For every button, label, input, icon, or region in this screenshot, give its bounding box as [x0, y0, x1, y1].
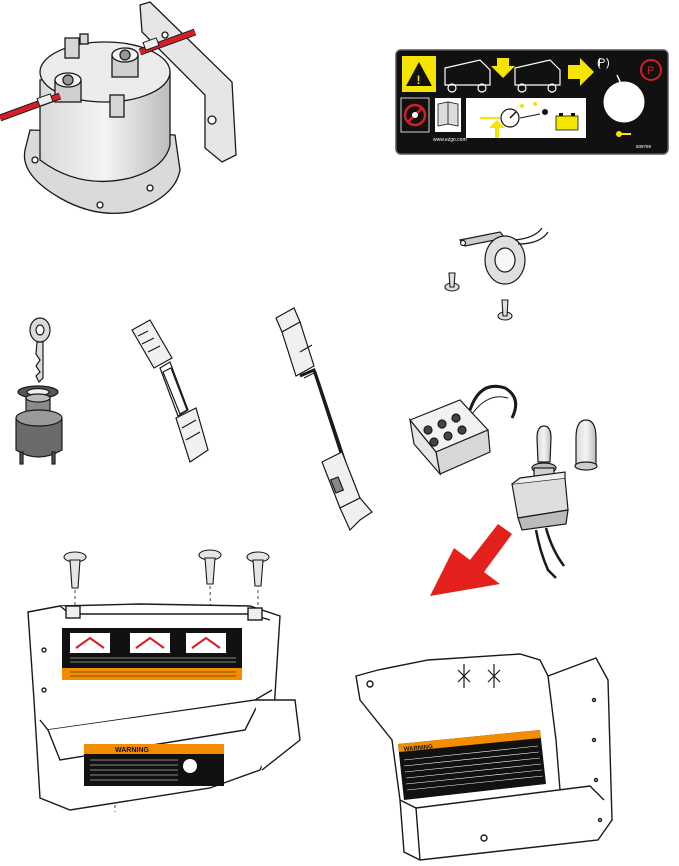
push-rivet [246, 551, 270, 587]
svg-text:!: ! [417, 73, 421, 87]
solenoid-wires [0, 28, 197, 122]
arrow-down-icon [491, 58, 515, 78]
harness-pigtail-long [275, 307, 373, 532]
park-letter-left: P [598, 57, 605, 69]
instruction-decal-left [62, 628, 242, 680]
push-rivet [198, 549, 222, 585]
arrow-up-icon [489, 120, 505, 138]
svg-text:(: ( [597, 57, 601, 69]
key-switch [15, 317, 63, 465]
battery-icon [555, 113, 579, 131]
solenoid-terminal-right [111, 47, 139, 78]
solenoid-terminal-left [54, 72, 82, 103]
warning-decal-right: WARNING [398, 730, 546, 800]
decal-url: www.ezgo.com [433, 137, 467, 143]
toggle-switch [511, 425, 569, 579]
solenoid [23, 1, 237, 215]
rubber-boot [574, 419, 598, 471]
prohibition-icon [400, 97, 430, 133]
key-icon [616, 131, 631, 137]
ignition-decal: ! P ( ) P [395, 49, 669, 155]
ignition-key [29, 317, 51, 384]
golf-cart-icon [444, 59, 491, 93]
manual-book-icon [435, 98, 461, 132]
push-rivet [63, 551, 87, 589]
warning-decal-left: WARNING [84, 744, 224, 786]
reverse-buzzer [458, 227, 549, 285]
red-arrow-pointer [430, 524, 512, 596]
park-letter-right: P [647, 65, 654, 77]
warning-label-right: WARNING [404, 744, 434, 753]
warning-label-left: WARNING [115, 747, 149, 754]
warning-triangle-icon: ! [402, 56, 436, 92]
screw [497, 299, 513, 321]
arrow-right-icon [568, 58, 594, 86]
six-pin-connector [409, 384, 518, 477]
harness-adapter-short [131, 319, 209, 463]
decal-part-number: 608769 [636, 144, 652, 149]
screw-slot [457, 664, 501, 688]
screw [444, 272, 460, 292]
golf-cart-icon [514, 59, 561, 93]
key-hole [602, 80, 646, 124]
svg-text:): ) [606, 57, 610, 69]
